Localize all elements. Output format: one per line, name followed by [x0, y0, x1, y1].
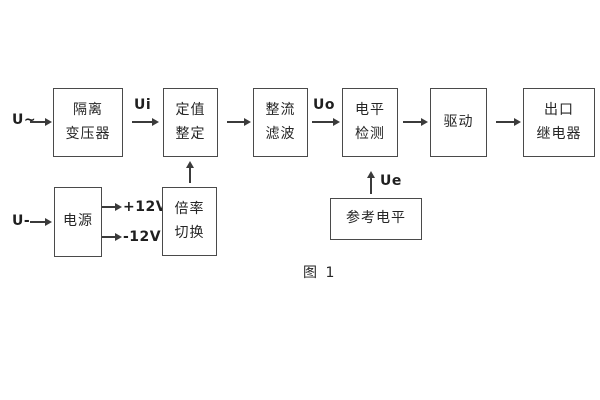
arrow-ratio-to-setting	[186, 161, 193, 183]
box-isolation-transformer-line1: 隔离	[73, 101, 103, 118]
box-ratio-switch-line2: 切换	[174, 225, 205, 241]
box-level-detection-line1: 电平	[355, 101, 385, 118]
arrow-uac-to-transformer	[30, 118, 52, 125]
label-plus12v: +12V	[123, 199, 168, 215]
arrow-power-to-minus12v	[102, 233, 122, 240]
box-ratio-switch: 倍率 切换	[162, 187, 217, 256]
arrow-level-to-driver	[403, 118, 428, 125]
box-ratio-switch-line1: 倍率	[174, 200, 205, 217]
arrow-driver-to-relay	[496, 118, 521, 125]
box-reference-level-line1: 参考电平	[346, 210, 406, 227]
arrow-power-to-plus12v	[102, 203, 122, 210]
box-power-supply: 电源	[54, 187, 102, 257]
box-level-detection: 电平 检测	[342, 88, 398, 157]
box-rectifier-filter-line2: 滤波	[265, 126, 296, 142]
box-isolation-transformer: 隔离 变压器	[53, 88, 123, 157]
label-minus12v: -12V	[123, 229, 162, 245]
box-rectifier-filter-line1: 整流	[265, 101, 296, 118]
arrow-transformer-to-setting	[132, 118, 159, 125]
box-output-relay-line2: 继电器	[536, 126, 582, 142]
label-ue: Ue	[380, 173, 402, 189]
figure-caption: 图 1	[303, 265, 337, 281]
box-output-relay-line1: 出口	[544, 101, 574, 118]
arrow-setting-to-rectifier	[227, 118, 251, 125]
box-rectifier-filter: 整流 滤波	[253, 88, 308, 157]
arrow-udc-to-power	[30, 218, 52, 225]
arrow-rectifier-to-level	[312, 118, 340, 125]
label-u-ac: U~	[12, 112, 37, 128]
box-reference-level: 参考电平	[330, 198, 422, 240]
label-u-dc: U-	[12, 213, 31, 229]
box-level-detection-line2: 检测	[355, 126, 385, 142]
box-value-setting: 定值 整定	[163, 88, 218, 157]
box-driver: 驱动	[430, 88, 487, 157]
box-output-relay: 出口 继电器	[523, 88, 595, 157]
box-value-setting-line2: 整定	[175, 126, 206, 142]
label-uo: Uo	[313, 97, 335, 113]
box-value-setting-line1: 定值	[175, 101, 206, 118]
box-power-supply-line1: 电源	[63, 213, 93, 230]
box-isolation-transformer-line2: 变压器	[65, 126, 111, 142]
arrow-reference-to-level	[367, 171, 374, 194]
box-driver-line1: 驱动	[443, 113, 474, 130]
label-ui: Ui	[134, 97, 152, 113]
